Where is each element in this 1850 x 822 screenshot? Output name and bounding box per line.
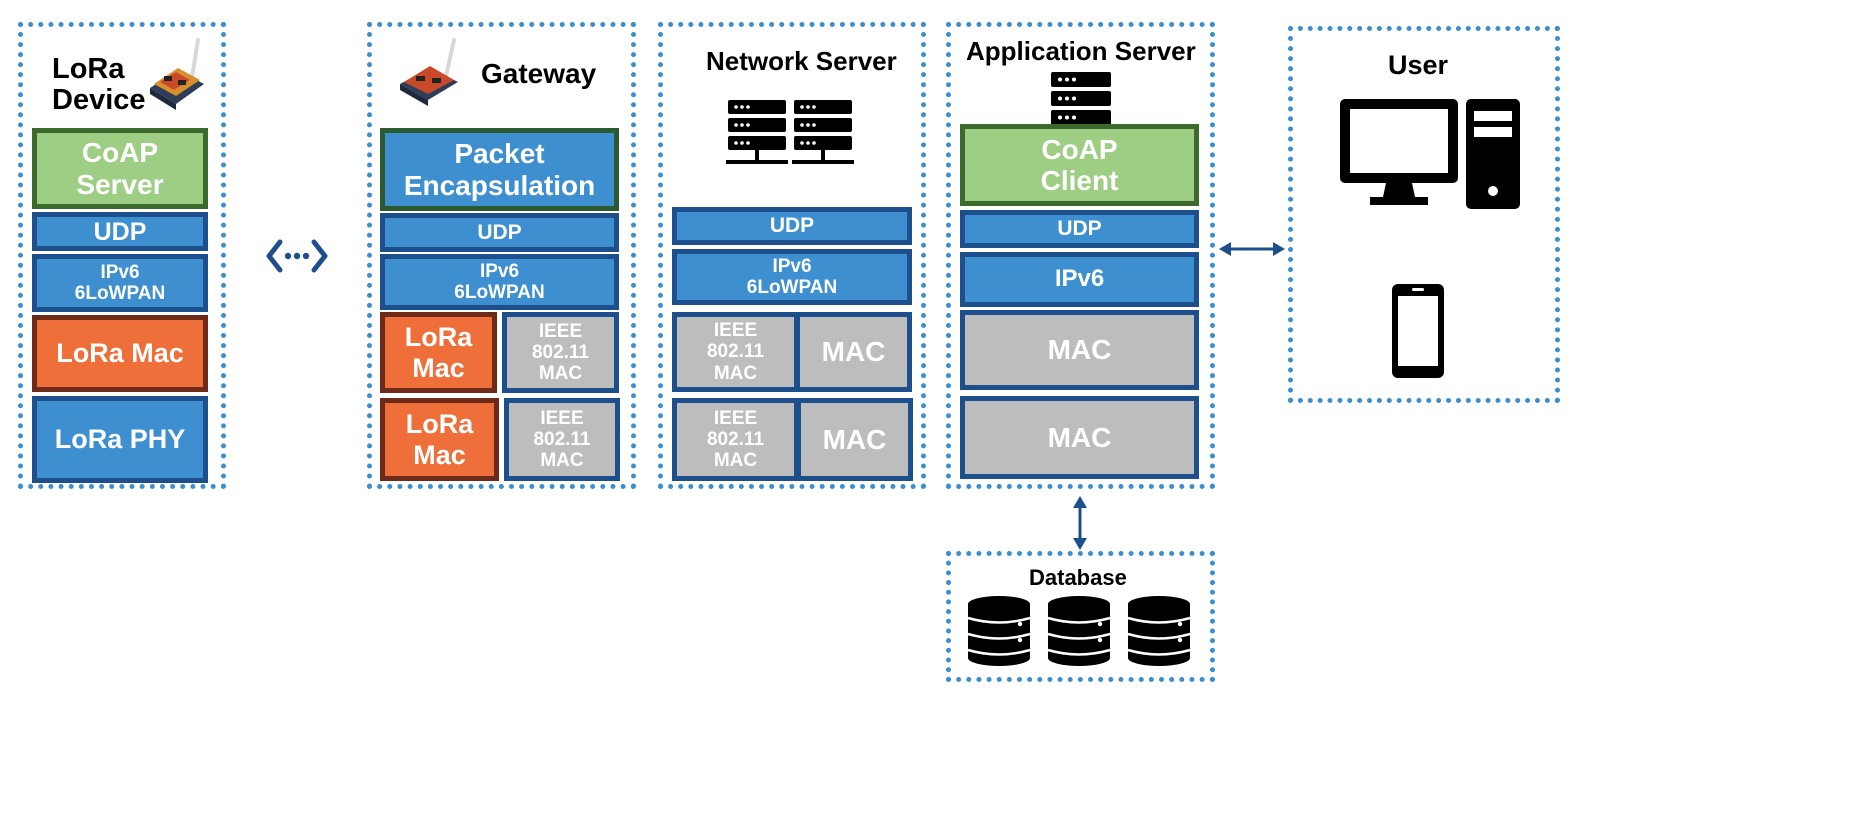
user-title: User [1388,50,1449,80]
gateway-ieee-mac-block-1: IEEE 802.11 MAC [502,312,619,393]
app-ipv6-block: IPv6 [960,252,1199,307]
gateway-ieee-mac-block-2: IEEE 802.11 MAC [504,398,620,481]
coap-server-block: CoAP Server [32,128,208,209]
gateway-board-icon [400,38,458,106]
smartphone-icon [1392,284,1444,378]
network-ieee-mac-block-1: IEEE 802.11 MAC [672,312,799,392]
app-server-rack-icon [1051,72,1111,125]
network-mac-block-1: MAC [795,312,912,392]
user-panel [1288,26,1560,403]
coap-client-block: CoAP Client [960,124,1199,206]
app-user-arrow [1219,242,1285,256]
device-ipv6-block: IPv6 6LoWPAN [32,254,208,312]
network-server-panel [658,22,926,489]
application-server-title: Application Server [966,36,1196,66]
gateway-lora-mac-block-1: LoRa Mac [380,312,497,393]
gateway-ipv6-block: IPv6 6LoWPAN [380,254,619,310]
lora-device-panel [18,22,226,489]
gateway-lora-mac-block-2: LoRa Mac [380,398,499,481]
network-ieee-mac-block-2: IEEE 802.11 MAC [672,398,799,481]
lora-board-icon [150,38,204,110]
lora-device-title: LoRa Device [52,53,146,117]
gateway-panel [367,22,636,489]
network-server-title: Network Server [706,46,897,76]
database-panel [946,551,1215,682]
dotted-link-icon [266,239,328,273]
device-lora-phy-block: LoRa PHY [32,396,208,483]
device-lora-mac-block: LoRa Mac [32,315,208,392]
database-icon [967,596,1191,666]
server-rack-icon [726,100,854,164]
app-database-arrow [1073,496,1087,550]
app-mac-block-1: MAC [960,310,1199,390]
packet-encapsulation-block: Packet Encapsulation [380,128,619,211]
network-mac-block-2: MAC [796,398,913,481]
app-udp-block: UDP [960,210,1199,248]
application-server-panel [946,22,1215,489]
database-title: Database [1029,565,1127,590]
desktop-computer-icon [1340,99,1520,209]
gateway-title: Gateway [481,58,597,89]
app-mac-block-2: MAC [960,396,1199,479]
gateway-udp-block: UDP [380,213,619,252]
network-ipv6-block: IPv6 6LoWPAN [672,249,912,305]
device-udp-block: UDP [32,212,208,251]
network-udp-block: UDP [672,207,912,245]
